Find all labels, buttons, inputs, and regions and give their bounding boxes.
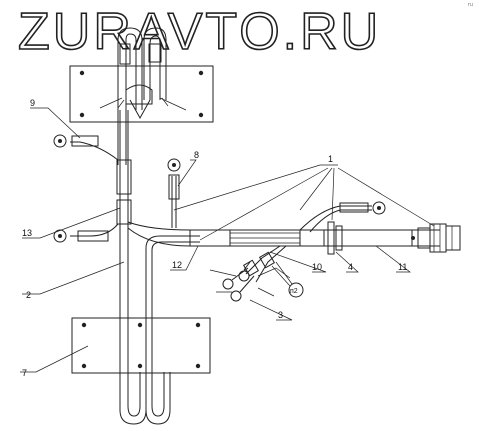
label-13: 13 (22, 228, 32, 238)
label-3: 3 (278, 310, 283, 320)
ring-terminal-13 (53, 229, 67, 243)
grommet-4 (327, 221, 335, 255)
label-12: 12 (172, 260, 182, 270)
ring-terminal-9 (53, 134, 67, 148)
label-10: 10 (312, 262, 322, 272)
label-2: 2 (26, 290, 31, 300)
callout-circle-n2 (288, 282, 304, 298)
sleeve-middle (116, 199, 132, 225)
label-8: 8 (194, 150, 199, 160)
ring-terminal-c (230, 290, 242, 302)
label-9: 9 (30, 98, 35, 108)
upper-clamp (125, 84, 153, 105)
label-1: 1 (328, 154, 333, 164)
corner-mark: ru (467, 2, 473, 8)
label-4: 4 (348, 262, 353, 272)
connector-plug (417, 223, 461, 253)
site-watermark: ZURAVTO.RU (17, 3, 382, 61)
ring-terminal-8 (167, 158, 181, 172)
label-11: 11 (398, 262, 407, 272)
ring-terminal-b (222, 278, 234, 290)
branch-main (127, 221, 440, 231)
sleeve-12 (189, 229, 231, 247)
ring-terminal (372, 201, 386, 215)
sleeve-11 (341, 229, 413, 247)
harness-top-loop (117, 27, 143, 165)
lower-mounting-plate (71, 317, 211, 374)
label-n2: п2 (290, 288, 298, 295)
ring-terminal-a (238, 270, 250, 282)
harness-bottom-loop (119, 360, 147, 425)
leader-lines (20, 107, 435, 373)
label-7: 7 (22, 368, 27, 378)
sleeve-upper (116, 159, 132, 195)
